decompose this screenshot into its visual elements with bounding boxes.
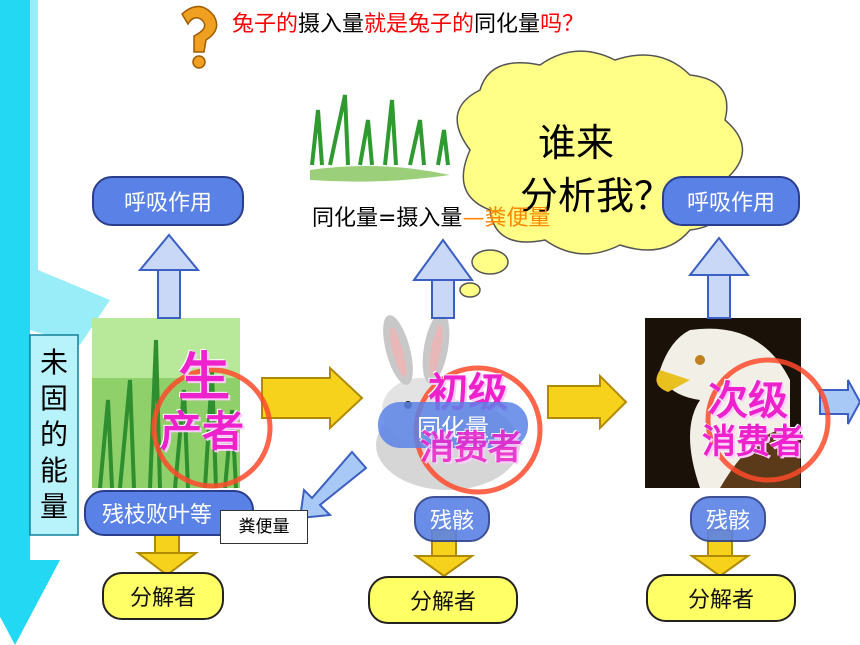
remains-primary: 残骸 xyxy=(414,496,490,542)
secondary-label-2: 消费者 xyxy=(702,422,804,462)
title-part-5: 吗？ xyxy=(540,12,585,37)
decomposer-primary: 分解者 xyxy=(368,576,518,624)
producer-label-2: 产者 xyxy=(160,407,245,456)
up-arrow-secondary xyxy=(687,236,751,319)
side-char-1: 未 xyxy=(39,346,68,379)
side-label-box xyxy=(29,334,79,536)
cloud-line-2: 分析我？ xyxy=(520,174,673,218)
down-arrow-primary xyxy=(412,529,476,578)
flow-arrow-producer-to-primary xyxy=(261,365,364,431)
respiration-secondary: 呼吸作用 xyxy=(662,176,800,226)
flow-arrow-primary-to-secondary xyxy=(547,373,628,431)
title-part-1: 兔子的 xyxy=(232,12,299,37)
cyan-sheen xyxy=(30,0,110,345)
decomposer-secondary: 分解者 xyxy=(646,574,796,622)
up-arrow-producer xyxy=(137,233,201,319)
formula-dash: — xyxy=(462,206,485,231)
cloud-line-1: 谁来 xyxy=(538,121,615,165)
title-part-3: 就是兔子的 xyxy=(364,12,475,37)
up-arrow-primary xyxy=(412,238,474,319)
primary-label-2: 消费者 xyxy=(420,428,522,468)
unfixed-energy-label: 未 固 的 能 量 xyxy=(34,345,74,525)
feces-arrow xyxy=(298,450,368,520)
respiration-producer: 呼吸作用 xyxy=(92,176,244,226)
decomposer-producer: 分解者 xyxy=(102,572,224,620)
formula-left: 同化量=摄入量 xyxy=(312,206,463,231)
side-char-2: 固 xyxy=(39,382,68,415)
side-char-3: 的 xyxy=(39,418,68,451)
secondary-ring xyxy=(705,357,831,483)
formula-right: 粪便量 xyxy=(484,206,551,231)
assimilation-formula: 同化量=摄入量—粪便量 xyxy=(312,200,550,232)
page-title: 兔子的摄入量就是兔子的同化量吗？ xyxy=(232,6,584,38)
side-char-4: 能 xyxy=(39,454,68,487)
side-char-5: 量 xyxy=(39,490,68,523)
assimilation-label: 同化量 xyxy=(378,402,528,448)
question-mark-icon xyxy=(181,5,218,69)
title-part-4: 同化量 xyxy=(474,12,541,37)
remains-secondary: 残骸 xyxy=(690,496,766,542)
producer-ring xyxy=(151,367,273,489)
secondary-label-1: 次级 xyxy=(708,378,788,424)
producer-label-1: 生 xyxy=(178,348,231,408)
feces-box: 粪便量 xyxy=(220,510,308,544)
title-part-2: 摄入量 xyxy=(298,12,365,37)
